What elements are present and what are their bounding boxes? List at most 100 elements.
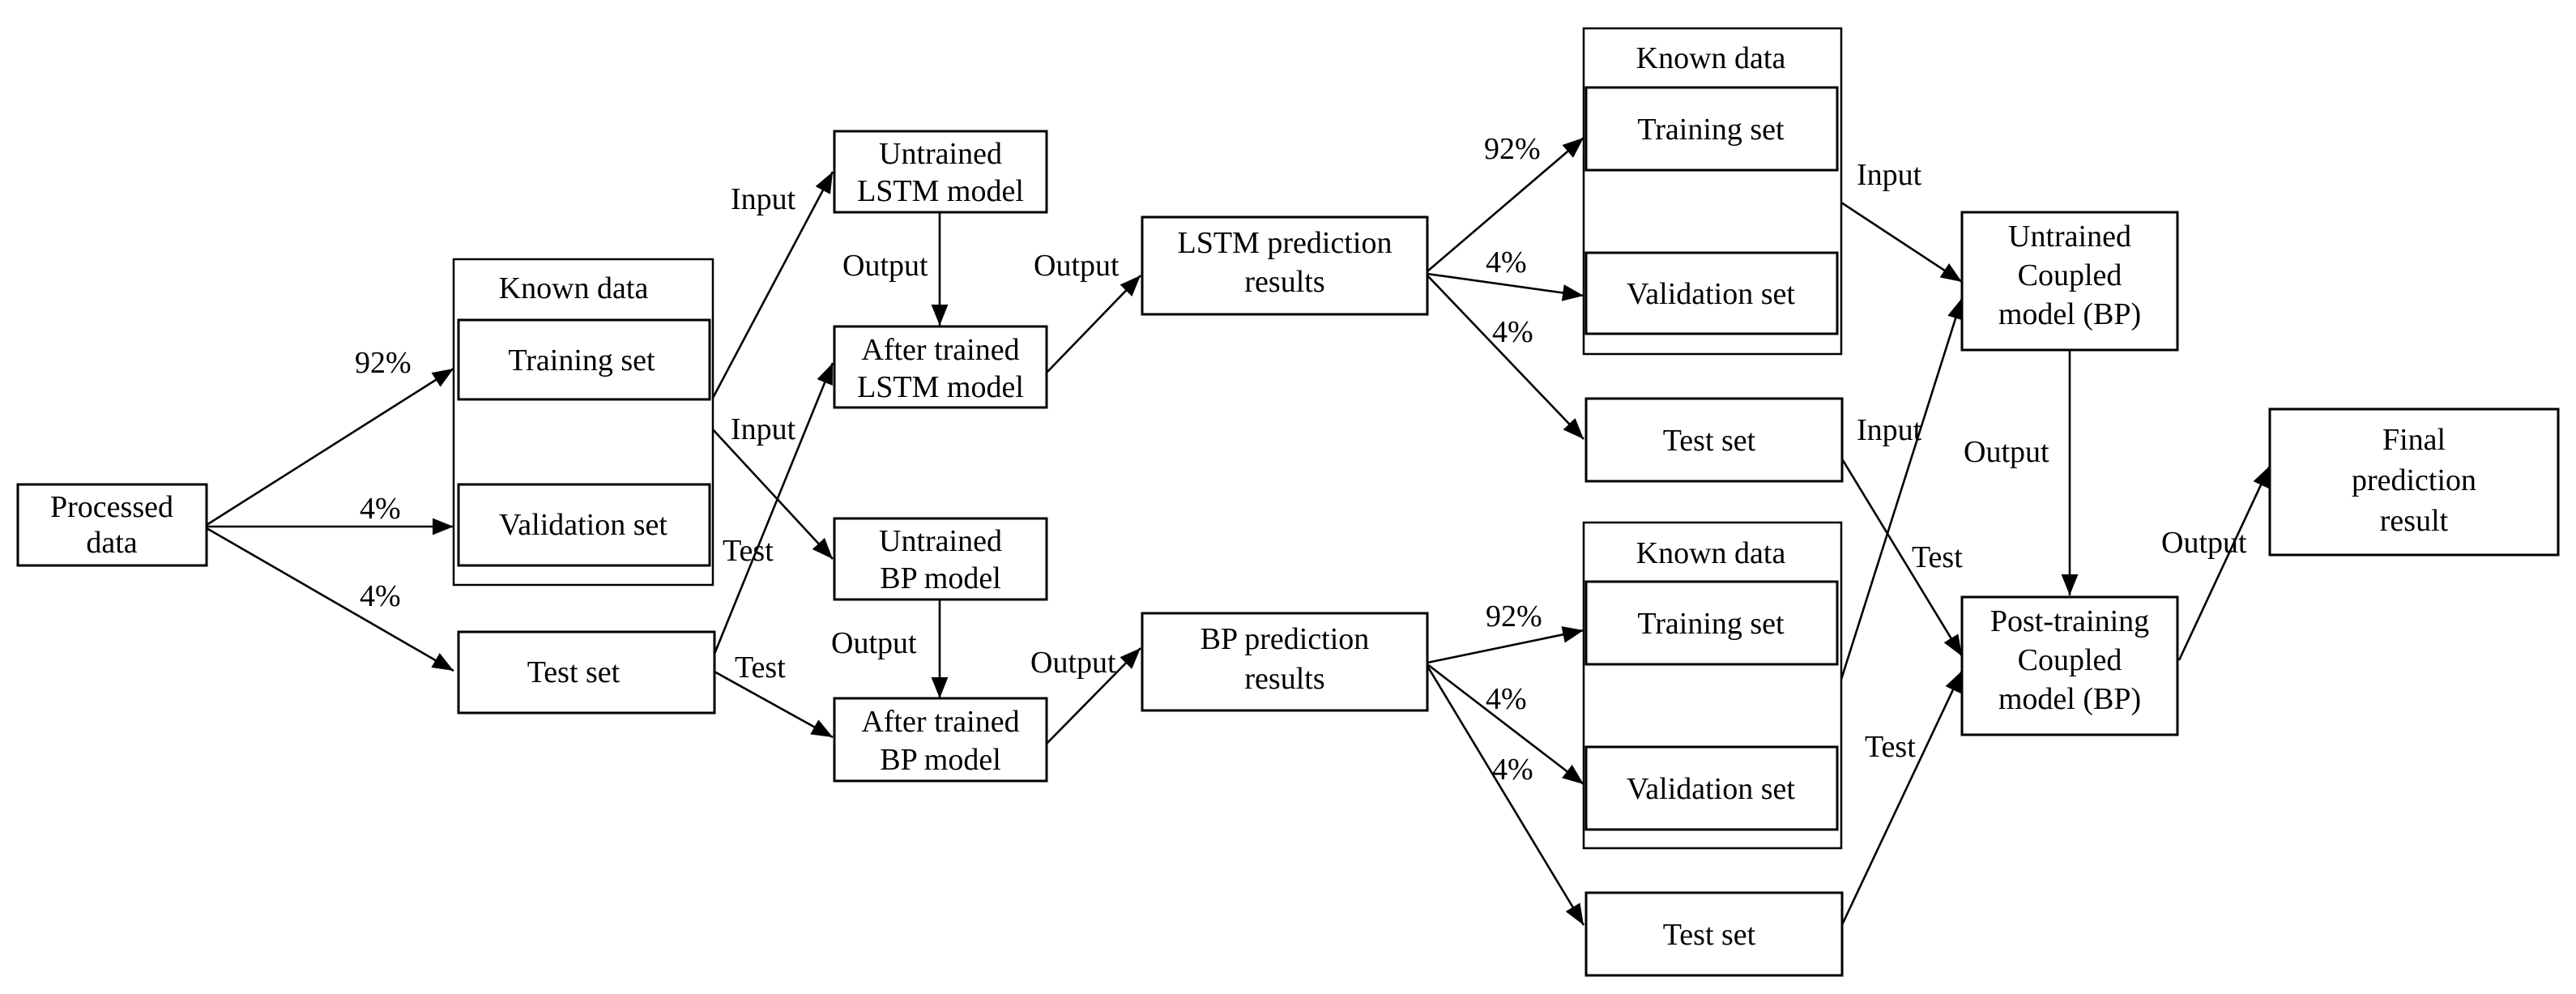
node-text: Coupled: [2018, 643, 2122, 677]
node-text: Validation set: [1627, 277, 1795, 311]
node-untrained-lstm: Untrained LSTM model: [833, 130, 1048, 214]
edge-label: Test: [1912, 540, 1963, 574]
node-final-prediction-result: Final prediction result: [2268, 407, 2560, 557]
edge-label: Test: [735, 651, 786, 685]
edge-label: 4%: [360, 579, 401, 613]
node-text: result: [2380, 504, 2449, 538]
edge-label: Output: [831, 626, 917, 660]
group-known-data-3: Known data Training set Validation set: [1582, 521, 1843, 850]
group-title: Known data: [1636, 41, 1786, 75]
node-test-set-1: Test set: [457, 630, 716, 715]
edge-label: 4%: [1486, 682, 1527, 716]
edge-label: 92%: [1484, 132, 1541, 166]
node-text: Untrained: [879, 524, 1002, 558]
edge-after-lstm-to-lstm-results: [1046, 275, 1141, 373]
edge-bp-results-to-training-3: [1427, 626, 1584, 664]
node-text: Untrained: [2008, 220, 2131, 254]
node-text: LSTM model: [857, 370, 1024, 404]
node-text: Final: [2382, 423, 2446, 457]
group-title: Known data: [1636, 536, 1786, 570]
edge-bp-results-to-validation-3: [1427, 663, 1584, 786]
node-text: Validation set: [499, 508, 667, 542]
node-text: Training set: [1637, 113, 1785, 147]
edge-known-to-untrained-lstm: [710, 171, 834, 402]
node-text: Test set: [527, 655, 621, 689]
edge-label: Output: [1030, 646, 1116, 680]
node-text: LSTM model: [857, 174, 1024, 208]
node-text: Test set: [1663, 424, 1756, 458]
edge-label: 92%: [1486, 599, 1542, 634]
edge-known-2-to-untrained-coupled: [1838, 199, 1963, 284]
edge-bp-results-to-test-3: [1426, 665, 1585, 926]
node-text: Validation set: [1627, 772, 1795, 806]
edge-test-2-to-post-coupled: [1837, 453, 1964, 657]
node-untrained-bp: Untrained BP model: [833, 517, 1048, 601]
edge-label: Input: [1857, 413, 1922, 447]
node-text: BP model: [880, 743, 1001, 777]
node-after-trained-bp: After trained BP model: [833, 697, 1048, 783]
edge-label: Output: [842, 249, 928, 283]
edge-label: 4%: [1492, 753, 1533, 787]
node-test-set-3: Test set: [1584, 891, 1844, 977]
edge-lstm-results-to-validation-2: [1427, 272, 1584, 301]
node-text: LSTM prediction: [1178, 226, 1392, 260]
edge-lstm-results-to-training-2: [1427, 137, 1584, 272]
node-text: data: [86, 526, 137, 560]
edge-post-coupled-to-final: [2177, 465, 2271, 661]
node-validation-set-2: [1584, 251, 1839, 335]
node-text: model (BP): [1998, 297, 2141, 331]
edge-label: Input: [731, 412, 796, 446]
node-post-training-coupled-model: Post-training Coupled model (BP): [1960, 595, 2179, 736]
edge-test-3-to-post-coupled: [1837, 670, 1964, 932]
edge-test-to-after-lstm: [711, 362, 834, 659]
edge-after-bp-to-bp-results: [1046, 647, 1141, 744]
node-training-set-3: [1584, 580, 1839, 666]
node-after-trained-lstm: After trained LSTM model: [833, 325, 1048, 409]
node-text: results: [1244, 265, 1324, 299]
group-title: Known data: [499, 271, 649, 305]
edge-labels: 92% 4% 4% Input Input Test Test Output O…: [355, 132, 2247, 787]
node-processed-data: Processed data: [16, 483, 208, 567]
node-bp-prediction-results: BP prediction results: [1141, 612, 1429, 712]
edge-lstm-results-to-test-2: [1427, 275, 1584, 440]
edge-label: Output: [1034, 249, 1120, 283]
edge-test-to-after-bp: [712, 669, 834, 739]
edge-label: Test: [723, 534, 774, 568]
node-untrained-coupled-model: Untrained Coupled model (BP): [1960, 211, 2179, 352]
node-text: BP prediction: [1201, 622, 1370, 656]
node-text: After trained: [861, 333, 1019, 367]
node-text: Post-training: [1990, 604, 2149, 638]
node-text: After trained: [861, 705, 1019, 739]
node-training-set-2: [1584, 86, 1839, 172]
node-validation-set-1: [457, 483, 711, 567]
edge-processed-to-training-1: [206, 367, 454, 527]
node-text: Test set: [1663, 918, 1756, 952]
edge-known-3-to-untrained-coupled: [1837, 297, 1964, 688]
edge-label: 4%: [1486, 245, 1527, 279]
node-text: Untrained: [879, 137, 1002, 171]
edge-label: Output: [2161, 526, 2247, 560]
edge-label: Input: [731, 182, 796, 216]
node-text: Processed: [50, 490, 173, 524]
node-text: Training set: [508, 343, 655, 378]
edge-label: 4%: [360, 492, 401, 526]
node-text: results: [1244, 662, 1324, 696]
node-validation-set-3: [1584, 745, 1839, 831]
edge-label: 4%: [1492, 315, 1533, 349]
node-text: prediction: [2352, 463, 2476, 497]
edge-label: Test: [1865, 730, 1916, 764]
node-lstm-prediction-results: LSTM prediction results: [1141, 215, 1429, 316]
node-text: BP model: [880, 561, 1001, 595]
node-text: Training set: [1637, 607, 1785, 641]
edge-processed-to-test-1: [206, 527, 454, 672]
node-text: Coupled: [2018, 258, 2122, 292]
node-text: model (BP): [1998, 682, 2141, 716]
edge-known-to-untrained-bp: [710, 427, 834, 560]
node-test-set-2: Test set: [1584, 397, 1844, 483]
group-known-data-2: Known data Training set Validation set: [1582, 27, 1843, 356]
edge-label: Input: [1857, 158, 1922, 192]
edge-label: Output: [1964, 435, 2049, 469]
edge-label: 92%: [355, 346, 412, 380]
group-known-data-1: Known data Training set Validation set: [452, 258, 714, 587]
